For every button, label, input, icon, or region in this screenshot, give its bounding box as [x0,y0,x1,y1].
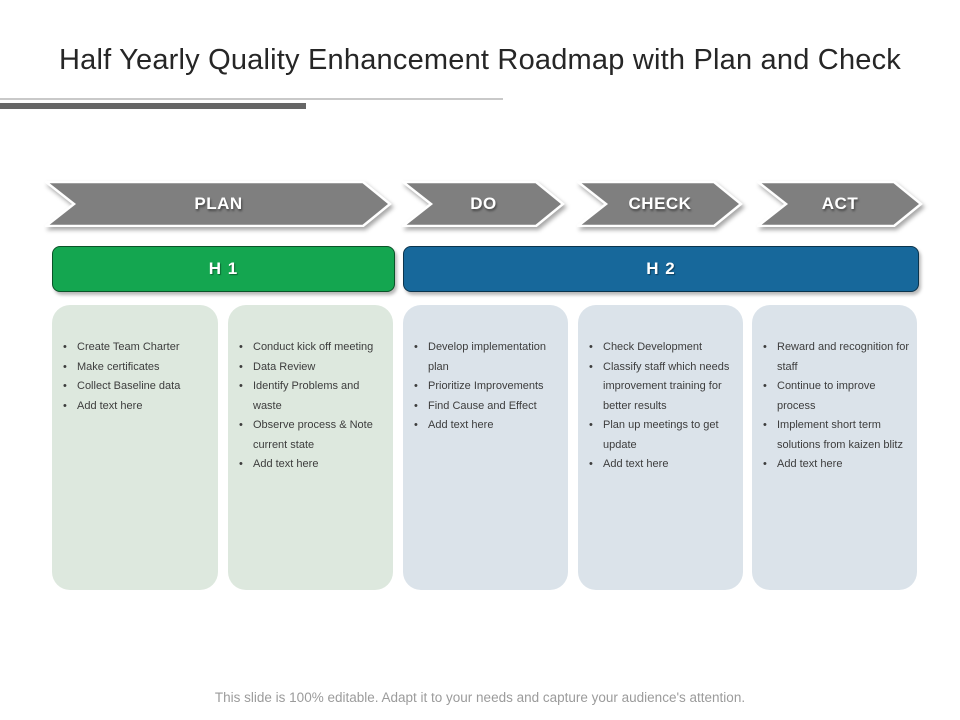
list-item: Implement short term solutions from kaiz… [762,416,913,455]
task-card-check: Check Development Classify staff which n… [578,305,743,590]
list-item: Plan up meetings to get update [588,416,739,455]
task-card-plan-2: Conduct kick off meeting Data Review Ide… [228,305,393,590]
task-list: Reward and recognition for staff Continu… [752,305,917,475]
phase-arrow-plan: PLAN [45,181,392,227]
phase-label-act: ACT [821,194,859,213]
phase-arrow-act: ACT [757,181,923,227]
list-item: Create Team Charter [62,338,214,358]
task-card-do: Develop implementation plan Prioritize I… [403,305,568,590]
list-item: Continue to improve process [762,377,913,416]
list-item: Reward and recognition for staff [762,338,913,377]
phase-arrow-check: CHECK [577,181,743,227]
list-item: Make certificates [62,358,214,378]
chevron-arrow-icon [577,181,743,227]
list-item: Add text here [62,397,214,417]
task-list: Check Development Classify staff which n… [578,305,743,475]
list-item: Find Cause and Effect [413,397,564,417]
list-item: Data Review [238,358,389,378]
phase-label-do: DO [470,194,497,213]
chevron-arrow-icon [402,181,565,227]
chevron-arrow-icon [757,181,923,227]
list-item: Classify staff which needs improvement t… [588,358,739,417]
list-item: Prioritize Improvements [413,377,564,397]
task-list: Create Team Charter Make certificates Co… [52,305,218,416]
task-card-plan-1: Create Team Charter Make certificates Co… [52,305,218,590]
list-item: Observe process & Note current state [238,416,389,455]
phase-label-plan: PLAN [194,194,243,213]
phase-label-check: CHECK [628,194,692,213]
slide-footer-note: This slide is 100% editable. Adapt it to… [214,690,746,705]
list-item: Collect Baseline data [62,377,214,397]
task-list: Conduct kick off meeting Data Review Ide… [228,305,393,475]
title-underline-light [0,98,503,100]
list-item: Add text here [588,455,739,475]
half-year-bar-h1: H 1 [52,246,395,292]
list-item: Identify Problems and waste [238,377,389,416]
phase-arrow-do: DO [402,181,565,227]
chevron-arrow-icon [45,181,392,227]
title-underline-dark [0,103,306,109]
list-item: Add text here [413,416,564,436]
list-item: Add text here [762,455,913,475]
list-item: Check Development [588,338,739,358]
list-item: Conduct kick off meeting [238,338,389,358]
list-item: Add text here [238,455,389,475]
slide-title: Half Yearly Quality Enhancement Roadmap … [59,44,901,76]
list-item: Develop implementation plan [413,338,564,377]
task-card-act: Reward and recognition for staff Continu… [752,305,917,590]
task-list: Develop implementation plan Prioritize I… [403,305,568,436]
half-year-bar-h2: H 2 [403,246,919,292]
